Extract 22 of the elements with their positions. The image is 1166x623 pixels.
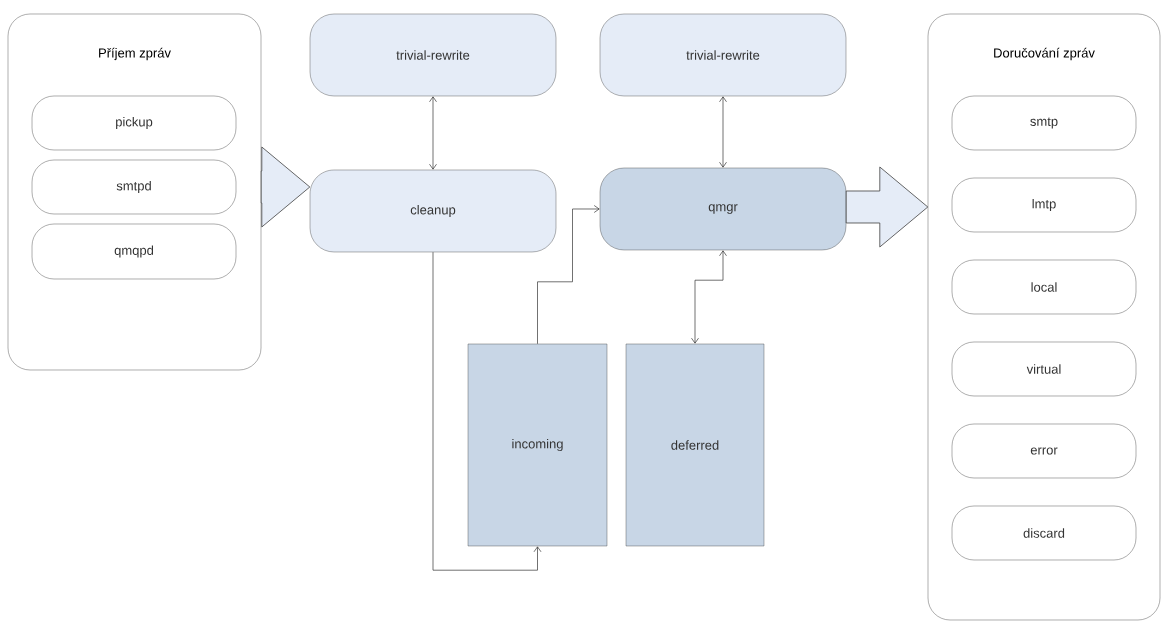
queue-box: incoming (467, 343, 608, 547)
process-box: virtual (951, 341, 1137, 397)
arrow (537, 205, 600, 345)
arrow (691, 250, 727, 344)
block-arrow (845, 166, 929, 248)
process-box: trivial-rewrite (309, 13, 557, 97)
process-box: trivial-rewrite (599, 13, 847, 97)
arrow (719, 96, 727, 168)
arrow (429, 96, 437, 170)
process-box: error (951, 423, 1137, 479)
process-box: smtp (951, 95, 1137, 151)
arrow (432, 251, 542, 571)
process-box: local (951, 259, 1137, 315)
process-box: qmgr (599, 167, 847, 251)
process-box: discard (951, 505, 1137, 561)
process-box: smtpd (31, 159, 237, 215)
queue-box: deferred (625, 343, 765, 547)
process-box: cleanup (309, 169, 557, 253)
process-box: qmqpd (31, 223, 237, 280)
process-box: pickup (31, 95, 237, 151)
block-arrow (260, 146, 311, 228)
process-box: lmtp (951, 177, 1137, 233)
